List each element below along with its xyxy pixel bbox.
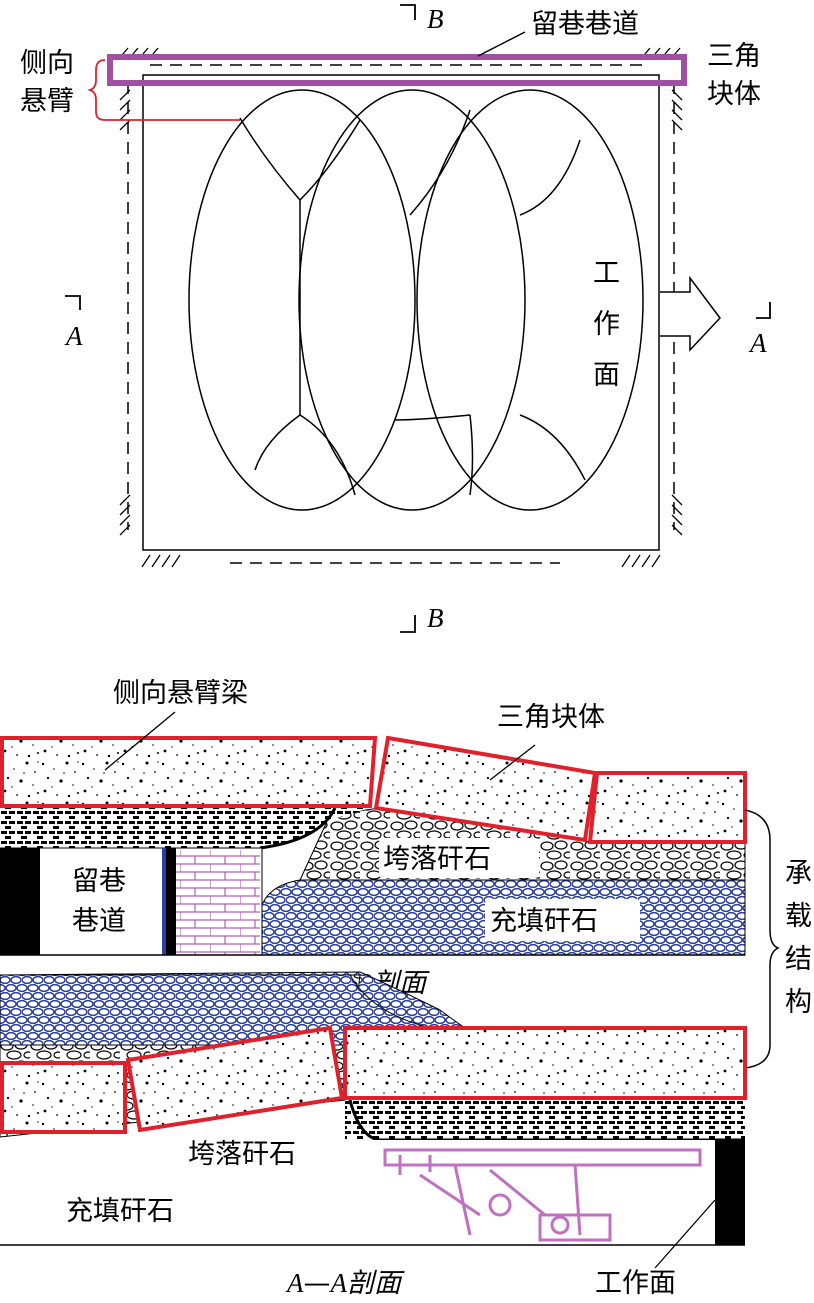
bb-coal-pillar xyxy=(0,848,40,955)
aa-face-label: 工作面 xyxy=(595,1268,676,1299)
section-aa: 垮落矸石 充填矸石 工作面 A—A剖面 xyxy=(0,971,747,1299)
section-mark-a-right xyxy=(756,302,771,319)
b-top-label: B xyxy=(427,4,444,34)
bb-cantilever-label: 侧向悬臂梁 xyxy=(113,678,248,709)
a-left-label: A xyxy=(64,321,83,351)
aa-coal-layer xyxy=(345,1100,745,1140)
b-bottom-label: B xyxy=(427,603,444,633)
aa-filling-label: 充填矸石 xyxy=(66,1196,174,1227)
section-mark-b-top xyxy=(400,4,416,20)
a-right-label: A xyxy=(748,328,767,358)
cantilever-label-1: 侧向 xyxy=(20,48,74,79)
section-bb: 侧向悬臂梁 三角块体 垮落矸石 充填矸石 留巷 巷道 B—B剖面 xyxy=(0,678,747,999)
cantilever-label-2: 悬臂 xyxy=(20,86,74,117)
bb-caved-label: 垮落矸石 xyxy=(383,844,491,875)
bearing-label-1: 承 xyxy=(785,858,812,889)
bb-roadway-label-1: 留巷 xyxy=(72,866,126,897)
ellipse-3 xyxy=(416,89,644,511)
face-label-2: 作 xyxy=(593,309,620,340)
roadway-leader xyxy=(477,31,526,57)
bearing-label-2: 载 xyxy=(785,901,812,932)
section-mark-b-bottom xyxy=(400,615,416,633)
bearing-structure-bracket xyxy=(744,809,780,1069)
panel-outline xyxy=(142,74,660,551)
aa-roof-block xyxy=(343,1026,747,1100)
bb-filling-label: 充填矸石 xyxy=(490,906,598,937)
aa-triangle-block-1 xyxy=(0,1061,127,1134)
advance-arrow-icon xyxy=(660,275,721,352)
aa-triangle-block-2 xyxy=(125,1025,345,1133)
bb-coal-layer xyxy=(0,808,370,848)
hydraulic-support-icon xyxy=(383,1148,702,1242)
bearing-label-3: 结 xyxy=(785,944,812,975)
face-label-1: 工 xyxy=(593,258,620,289)
cantilever-bracket xyxy=(87,59,240,121)
aa-caved-label: 垮落矸石 xyxy=(188,1139,296,1170)
fracture-ellipses xyxy=(188,89,644,511)
ellipse-2 xyxy=(298,89,526,511)
bb-triangle-block-2 xyxy=(587,771,747,844)
aa-coal-face xyxy=(715,1140,745,1245)
plan-view: B B A A 留巷巷道 侧向 悬臂 三角 块体 工 作 面 xyxy=(20,4,771,633)
bb-triangle-block-1 xyxy=(373,735,598,843)
triangle-label-1: 三角 xyxy=(707,41,761,72)
face-label-3: 面 xyxy=(593,360,620,391)
section-mark-a-left xyxy=(65,295,81,310)
bb-roadway-label-2: 巷道 xyxy=(72,906,126,937)
retained-roadway-label: 留巷巷道 xyxy=(531,9,639,40)
bb-brick-wall xyxy=(176,850,260,955)
bearing-label-4: 构 xyxy=(785,987,812,1018)
bb-cantilever-block xyxy=(0,736,378,808)
triangle-label-2: 块体 xyxy=(707,79,761,110)
aa-section-title: A—A剖面 xyxy=(285,1268,405,1299)
ellipse-1 xyxy=(188,89,416,511)
bb-triangle-label: 三角块体 xyxy=(497,702,605,733)
retained-roadway-bar xyxy=(107,54,687,86)
